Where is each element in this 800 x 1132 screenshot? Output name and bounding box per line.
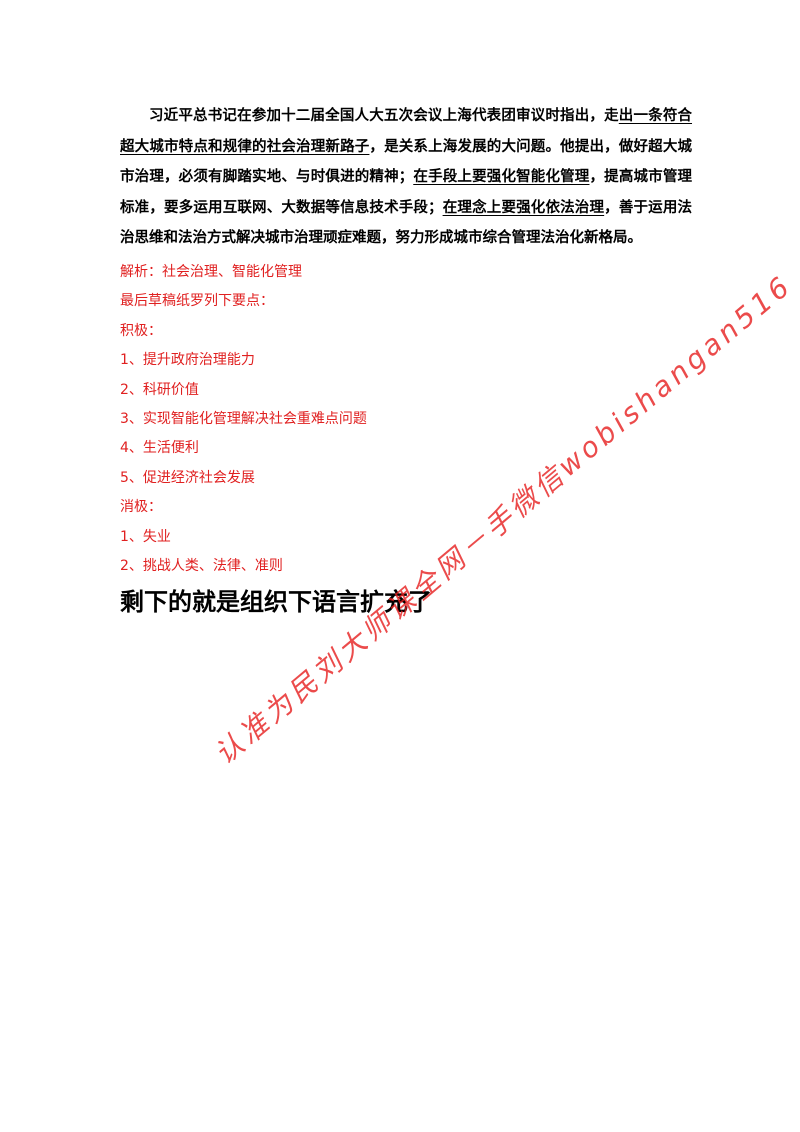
note-positive-item: 3、实现智能化管理解决社会重难点问题: [120, 410, 367, 427]
closing-headline: 剩下的就是组织下语言扩充了: [120, 588, 432, 616]
note-positive-heading: 积极：: [120, 322, 162, 339]
intro-text-1: 习近平总书记在参加十二届全国人大五次会议上海代表团审议时指出，走: [149, 107, 619, 124]
note-negative-item: 2、挑战人类、法律、准则: [120, 557, 283, 574]
intro-text-4: ，善于运用法治思维和法治方式解决城市治理顽症难题，努力形成城市综合管理法治化新格…: [120, 198, 693, 247]
intro-underlined-1: 出一条符合超大城市特点和规律的社会治理新路子: [120, 107, 693, 155]
note-positive-item: 5、促进经济社会发展: [120, 469, 255, 486]
note-positive-item: 1、提升政府治理能力: [120, 352, 255, 369]
intro-underlined-2: 在手段上要强化智能化管理: [413, 168, 590, 185]
intro-paragraph: 习近平总书记在参加十二届全国人大五次会议上海代表团审议时指出，走出一条符合超大城…: [120, 101, 692, 254]
intro-underlined-3: 在理念上要强化依法治理: [442, 198, 605, 216]
note-draft-heading: 最后草稿纸罗列下要点：: [120, 293, 274, 310]
intro-text-2: ，是关系上海发展的大问题。他提出，做好超大城市治理，必须有脚踏实地、与时俱进的精…: [120, 137, 693, 186]
note-analysis: 解析：社会治理、智能化管理: [120, 264, 302, 280]
note-positive-item: 4、生活便利: [120, 440, 199, 457]
notes-list: 解析：社会治理、智能化管理 最后草稿纸罗列下要点： 积极： 1、提升政府治理能力…: [120, 258, 367, 581]
note-negative-item: 1、失业: [120, 528, 171, 545]
note-negative-heading: 消极：: [120, 499, 162, 516]
intro-text-3: ，提高城市管理标准，要多运用互联网、大数据等信息技术手段；: [120, 168, 693, 216]
note-positive-item: 2、科研价值: [120, 381, 199, 398]
